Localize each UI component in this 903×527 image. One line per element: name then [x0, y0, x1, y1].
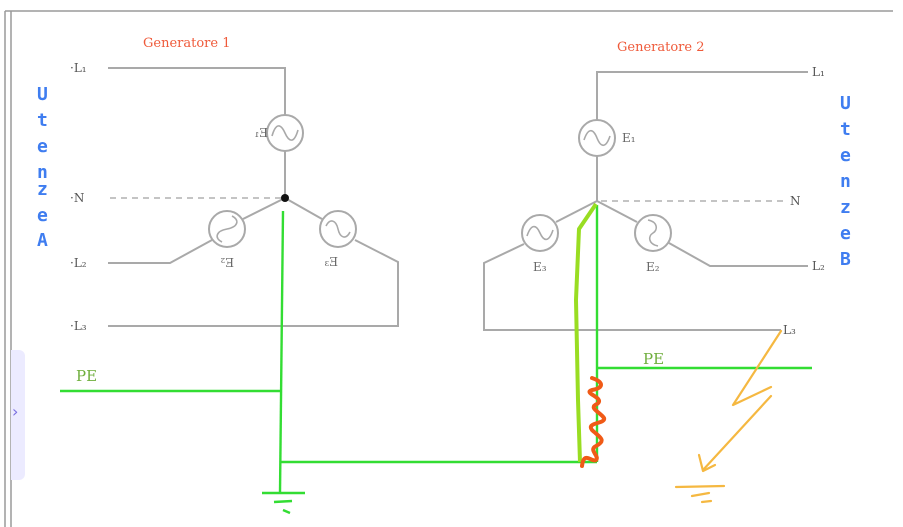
loads-left-letter: n	[37, 162, 48, 183]
gen2-label-e1: E₁	[622, 131, 636, 145]
generator-2-title: Generatore 2	[617, 40, 704, 55]
gen2-wire-e3-star	[555, 200, 598, 223]
gen2-label-e2: E₂	[646, 260, 660, 274]
gen1-star-point	[281, 194, 289, 202]
ground-icon	[262, 491, 305, 515]
fault-current-icon	[674, 329, 783, 504]
gen2-terminal-n: N	[790, 194, 801, 208]
loads-left-letter: A	[37, 230, 48, 251]
loads-right-letter: e	[840, 145, 851, 166]
loads-right-letter: n	[840, 171, 851, 192]
gen1-terminal-l2: ·L₂	[70, 256, 87, 270]
sine-wave-icon	[526, 225, 554, 241]
generator-1-title: Generatore 1	[143, 36, 230, 51]
gen1-source-e3	[319, 210, 357, 248]
gen1-wire-l3	[108, 239, 399, 327]
gen1-terminal-l1: ·L₁	[70, 61, 87, 75]
sine-wave-icon	[216, 215, 238, 243]
pe-highlight-path	[574, 202, 598, 463]
gen1-terminal-n: ·N	[70, 191, 84, 205]
gen2-terminal-l3: L₃	[783, 323, 796, 337]
loads-left-letter: e	[37, 205, 48, 226]
gen1-wire-l1	[108, 67, 286, 115]
gen2-wire-e2-star	[596, 200, 638, 223]
gen1-label-e2: E₂	[220, 255, 234, 269]
loads-left-letter: t	[37, 110, 48, 131]
sine-wave-icon	[271, 125, 299, 141]
gen2-source-e3	[521, 214, 559, 252]
gen1-label-e1: E₁	[254, 126, 268, 140]
loads-right-letter: B	[840, 249, 851, 270]
loads-left-letter: e	[37, 136, 48, 157]
pe-left-label: PE	[76, 367, 97, 385]
gen1-wire-e3-star	[284, 197, 323, 220]
gen2-wire-l2	[668, 242, 808, 267]
gen2-source-e2	[634, 214, 672, 252]
gen1-terminal-l3: ·L₃	[70, 319, 87, 333]
loads-right-letter: t	[840, 119, 851, 140]
gen1-source-e2	[208, 210, 246, 248]
pe-right-label: PE	[643, 350, 664, 368]
gen2-wire-l1	[596, 71, 808, 120]
generator-2: L₁ N L₂ L₃ E₁ E₃ E₂	[483, 65, 825, 337]
sine-wave-icon	[325, 220, 351, 238]
loads-left-letter: z	[37, 179, 48, 200]
loads-right-label: U t e n z e B	[840, 93, 851, 270]
sine-wave-icon	[647, 219, 659, 247]
earth-resistance-icon	[580, 376, 606, 468]
protective-earth: PE PE	[60, 205, 812, 515]
gen2-source-e1	[578, 119, 616, 157]
gen2-label-e3: E₃	[533, 260, 547, 274]
frame	[4, 10, 893, 527]
gen2-terminal-l2: L₂	[812, 259, 825, 273]
loads-left-label: U t e n z e A	[37, 84, 48, 251]
generator-1: ·L₁ ·N ·L₂ ·L₃ E₁ E₂ E₃	[70, 61, 399, 333]
sine-wave-icon	[583, 129, 611, 147]
gen1-source-e1	[266, 114, 304, 152]
gen1-wire-e2-star	[242, 197, 286, 220]
gen2-terminal-l1: L₁	[812, 65, 825, 79]
loads-right-letter: e	[840, 223, 851, 244]
gen2-wire-l3	[483, 243, 781, 331]
chevron-right-icon: ›	[12, 402, 19, 421]
loads-right-letter: z	[840, 197, 851, 218]
pe-gen1-vertical	[278, 210, 285, 494]
gen1-label-e3: E₃	[324, 255, 338, 269]
gen1-wire-l2	[108, 239, 213, 264]
side-panel-toggle[interactable]: ›	[11, 350, 25, 480]
loads-right-letter: U	[840, 93, 851, 114]
loads-left-letter: U	[37, 84, 48, 105]
